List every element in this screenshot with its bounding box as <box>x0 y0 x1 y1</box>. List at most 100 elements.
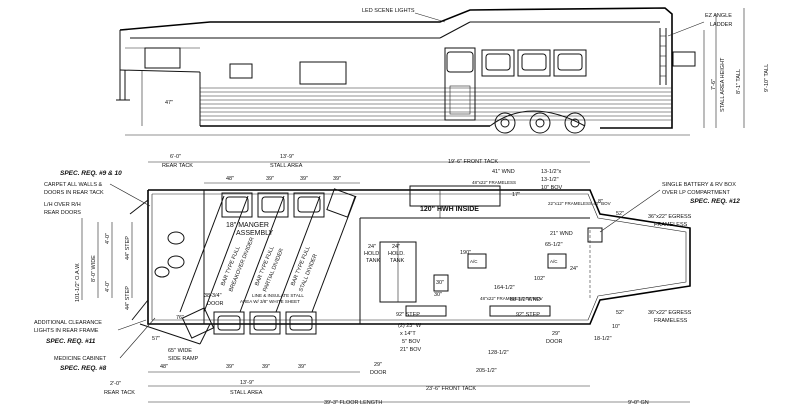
wheel-3 <box>564 112 586 134</box>
bot-stall-value: 13'-9" <box>240 380 254 386</box>
stall-window-frame-3 <box>517 49 551 77</box>
manger-label-1: 18" MANGER <box>226 222 269 229</box>
door-3-label: DOOR <box>546 339 563 345</box>
wnd-88: 88-1/2"WND <box>510 297 541 303</box>
stall-area-height-value: 7'-6" <box>711 79 717 90</box>
stall-window-top-3 <box>293 192 325 218</box>
stall-area-top-value: 13'-9" <box>280 154 294 160</box>
top-dimensions: 6'-0" REAR TACK 13'-9" STALL AREA 19'-6"… <box>148 154 590 184</box>
top-dim-48: 48" <box>226 176 234 182</box>
ac-label-1: A/C <box>470 259 478 264</box>
dim-76: 76" <box>176 315 184 321</box>
ramp-label-2: SIDE RAMP <box>168 356 199 362</box>
stall-window-1 <box>446 51 474 73</box>
oaw-label: 101-1/2" O.A.W. <box>75 262 81 302</box>
door-label: DOOR <box>207 301 224 307</box>
ramp-label-1: 65" WIDE <box>168 348 192 354</box>
wnd2-3: 5" BOV <box>402 339 420 345</box>
saddle-rack-2 <box>167 255 185 269</box>
hold-tank-3: TANK <box>366 258 381 264</box>
dim-52: 52" <box>616 211 624 217</box>
saddle-rack-3 <box>154 266 170 278</box>
hwh-label: 120" HWH INSIDE <box>420 206 479 213</box>
ac-unit-1 <box>467 253 487 269</box>
dim-10: 10" <box>612 324 620 330</box>
step-92b <box>489 305 551 317</box>
clearance-2: LIGHTS IN REAR FRAME <box>34 328 99 334</box>
height-8-1: 8'-1" TALL <box>736 69 742 94</box>
dim-18: 18-1/2" <box>594 336 612 342</box>
dim-65: 65-1/2" <box>545 242 563 248</box>
ladder-label: LADDER <box>710 22 732 28</box>
hold-tank-1: 24" <box>368 244 376 250</box>
wheel-1 <box>494 112 516 134</box>
bot-dim-39a: 39" <box>226 364 234 370</box>
bot-dim-39c: 39" <box>298 364 306 370</box>
bot-dim-39b: 39" <box>262 364 270 370</box>
wnd2-2: x 14"T <box>400 331 416 337</box>
right-callouts: SINGLE BATTERY & RV BOX OVER LP COMPARTM… <box>599 182 740 324</box>
dim-4-0a: 4'-0" <box>105 233 111 244</box>
egress-2b: FRAMELESS <box>654 318 688 324</box>
dim-205: 205-1/2" <box>476 368 497 374</box>
saddle-rack-1 <box>167 231 185 245</box>
wheel-2 <box>529 112 551 134</box>
battery-2: OVER LP COMPARTMENT <box>662 190 730 196</box>
stall-window-frame-2 <box>481 49 515 77</box>
wnd2-1: (2) 23" W <box>398 323 422 329</box>
medicine-label: MEDICINE CABINET <box>54 356 107 362</box>
stall-window-top-4 <box>326 188 356 218</box>
spec-9-10: SPEC. REQ. #9 & 10 <box>60 170 122 177</box>
lh-over-2: REAR DOORS <box>44 210 81 216</box>
manger-label-2: ASSEMBLY <box>236 230 274 237</box>
stall-area-height-label: STALL AREA HEIGHT <box>720 57 726 112</box>
hwh-area <box>409 185 501 207</box>
dim-8: 8" <box>598 199 603 205</box>
floor-length: 39'-3" FLOOR LENGTH <box>324 400 382 406</box>
stall-area-top-label: STALL AREA <box>270 163 303 169</box>
side-roofline <box>119 7 673 129</box>
bov-10: 10" BOV <box>541 185 563 191</box>
dim-190: 190" <box>460 250 471 256</box>
dim-17: 17" <box>512 192 520 198</box>
floor-plan <box>129 185 691 345</box>
clearance-1: ADDITIONAL CLEARANCE <box>34 320 102 326</box>
stall-window-top-1 <box>221 192 253 218</box>
spec-11: SPEC. REQ. #11 <box>46 338 96 345</box>
bot-dim-48: 48" <box>160 364 168 370</box>
hold-tank-2: HOLD. <box>364 251 381 257</box>
stall-window-bot-2 <box>249 311 281 335</box>
dim-24: 24" <box>570 266 578 272</box>
dim-164: 164-1/2" <box>494 285 515 291</box>
door-dim: 38-3/4" <box>204 293 222 299</box>
side-door <box>444 47 476 121</box>
top-dim-39c: 39" <box>333 176 341 182</box>
spec-12: SPEC. REQ. #12 <box>690 198 740 205</box>
wnd-41: 41" WND <box>492 169 515 175</box>
step-92a <box>405 305 447 317</box>
side-window-small <box>229 63 253 79</box>
wnd-13b: 13-1/2" <box>541 177 559 183</box>
led-scene-lights-label: LED SCENE LIGHTS <box>362 8 415 14</box>
closet <box>433 274 449 292</box>
stall-window-bot-1 <box>213 311 245 335</box>
carpet-1: CARPET ALL WALLS & <box>44 182 103 188</box>
front-tack-top: 19'-6" FRONT TACK <box>448 159 498 165</box>
spec-8: SPEC. REQ. #8 <box>60 365 107 372</box>
wnd-13a: 13-1/2"x <box>541 169 562 175</box>
ac-label-2: A/C <box>550 259 558 264</box>
step-92a-label: 92" STEP <box>396 312 420 318</box>
carpet-2: DOORS IN REAR TACK <box>44 190 104 196</box>
dim-57: 57" <box>152 336 160 342</box>
stall-window-frame-4 <box>553 49 587 77</box>
rear-tack-top-label: REAR TACK <box>162 163 193 169</box>
hold-tank-5: HOLD. <box>388 251 405 257</box>
frameless-1: 48"x22" FRAMELESS <box>472 180 516 185</box>
rear-tack-top-value: 6'-0" <box>170 154 181 160</box>
side-window-large <box>299 61 347 85</box>
ac-unit-2 <box>547 253 567 269</box>
dim-128: 128-1/2" <box>488 350 509 356</box>
battery-1: SINGLE BATTERY & RV BOX <box>662 182 736 188</box>
